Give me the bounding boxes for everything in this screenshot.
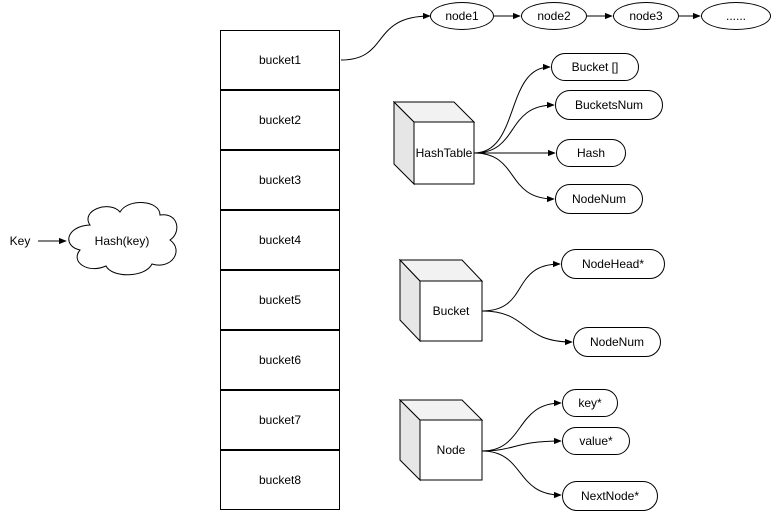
node-to-key-edge (481, 399, 562, 452)
node-field: value* (562, 427, 630, 455)
chain-node: node1 (430, 2, 494, 30)
bucket-cell: bucket8 (220, 450, 340, 510)
hashtable-to-bucket-array-edge (473, 63, 551, 154)
bucket-cell: bucket3 (220, 150, 340, 210)
hash-label: Hash(key) (94, 234, 150, 248)
bucket-cell: bucket7 (220, 390, 340, 450)
bucket1-to-node1-edge (340, 12, 431, 61)
bucket-cell: bucket6 (220, 330, 340, 390)
hashtable-field: BucketsNum (555, 90, 663, 120)
hashtable-field: NodeNum (555, 184, 643, 214)
bucket-struct-label: Bucket (432, 304, 470, 318)
bucket-cell: bucket5 (220, 270, 340, 330)
chain-node: node3 (613, 2, 679, 30)
node-to-nextnode-edge (481, 450, 562, 499)
node-to-value-edge (481, 437, 562, 452)
node-struct-label: Node (436, 443, 466, 457)
bucket-cell: bucket2 (220, 90, 340, 150)
node-field: NextNode* (562, 481, 658, 511)
bucket-field: NodeHead* (561, 249, 665, 279)
chain-node: node2 (521, 2, 587, 30)
bucket-field: NodeNum (573, 327, 661, 357)
hash-cloud-shape (68, 202, 178, 276)
hashtable-to-bucketsnum-edge (473, 101, 555, 154)
key-label: Key (9, 234, 31, 248)
bucket-struct-cube (398, 258, 484, 343)
hashtable-to-nodenum-edge (473, 152, 555, 203)
chain-node-ellipsis: ...... (701, 2, 771, 30)
bucket-cell: bucket4 (220, 210, 340, 270)
bucket-cell: bucket1 (220, 30, 340, 90)
bucket-to-nodehead-edge (481, 260, 561, 312)
hashtable-field: Hash (556, 139, 626, 167)
hashtable-cube (392, 100, 476, 186)
hashtable-struct-label: HashTable (415, 146, 473, 160)
node-struct-cube (398, 398, 484, 482)
bucket-to-nodenum-edge (481, 310, 573, 346)
hashtable-field: Bucket [] (551, 53, 639, 81)
node-field: key* (562, 389, 618, 417)
